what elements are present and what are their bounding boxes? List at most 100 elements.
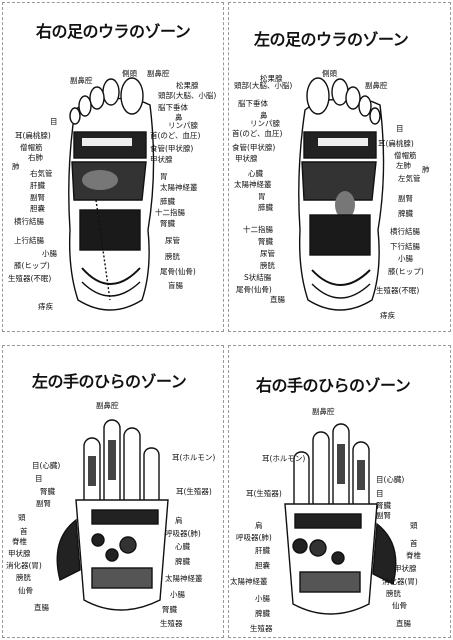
rf-gall: 胆嚢 bbox=[30, 204, 45, 213]
lf-head: 頭部(大脳、小脳) bbox=[234, 81, 293, 90]
rf-sinus2: 副鼻腔 bbox=[147, 69, 170, 78]
rf-tailbone: 尾骨(仙骨) bbox=[160, 267, 196, 276]
lf-kidney: 腎臓 bbox=[258, 237, 273, 246]
rf-nose: 鼻 bbox=[175, 113, 183, 122]
rh-head: 頭 bbox=[410, 521, 418, 530]
rf-eye: 目 bbox=[50, 117, 58, 126]
rh-genital: 生殖器 bbox=[250, 624, 273, 633]
lh-solar: 太陽神経叢 bbox=[165, 574, 203, 583]
rf-lung: 肺 bbox=[12, 162, 20, 171]
lh-genital: 生殖器 bbox=[160, 619, 183, 628]
rf-side-head: 側頭 bbox=[122, 69, 137, 78]
rf-trapezius: 僧帽筋 bbox=[20, 143, 43, 152]
right-foot-drawing bbox=[68, 77, 155, 311]
rh-bladder: 膀胱 bbox=[386, 589, 401, 598]
rh-lung: 呼吸器(肺) bbox=[236, 533, 272, 542]
lh-thyroid: 甲状腺 bbox=[8, 549, 31, 558]
lf-small-int: 小腸 bbox=[398, 254, 413, 263]
rf-kidney: 腎臓 bbox=[160, 219, 175, 228]
lh-kidney: 腎臓 bbox=[162, 605, 177, 614]
lf-knee: 膝(ヒップ) bbox=[388, 267, 424, 276]
lf-descending: 下行結腸 bbox=[390, 242, 420, 251]
rf-hemorrhoid: 痔疾 bbox=[38, 302, 53, 311]
lf-esophagus: 食管(甲状腺) bbox=[232, 143, 276, 152]
lf-trapezius: 僧帽筋 bbox=[394, 151, 417, 160]
rh-small-int: 小腸 bbox=[255, 594, 270, 603]
lf-heart: 心臓 bbox=[248, 169, 263, 178]
lh-kidney-t: 腎臓 bbox=[40, 487, 55, 496]
rf-adrenal: 副腎 bbox=[30, 193, 45, 202]
rh-digest: 消化器(胃) bbox=[382, 577, 418, 586]
panel-left-hand bbox=[2, 345, 224, 638]
lh-spine: 脊椎 bbox=[12, 537, 27, 546]
rh-ear: 耳(ホルモン) bbox=[262, 454, 306, 463]
rf-ureter: 尿管 bbox=[165, 236, 180, 245]
lh-ear: 耳(ホルモン) bbox=[172, 453, 216, 462]
rf-lymph: リンパ腺 bbox=[168, 121, 198, 130]
rf-pine: 松果腺 bbox=[176, 81, 199, 90]
panel-left-foot bbox=[228, 2, 451, 332]
lf-nose: 鼻 bbox=[260, 111, 268, 120]
lf-tailbone: 尾骨(仙骨) bbox=[236, 285, 272, 294]
rf-bronchi: 右気管 bbox=[30, 169, 53, 178]
lh-sinus: 副鼻腔 bbox=[96, 401, 119, 410]
lh-bladder: 膀胱 bbox=[16, 573, 31, 582]
lf-genital: 生殖器(不眠) bbox=[376, 286, 420, 295]
rf-bladder: 膀胱 bbox=[165, 252, 180, 261]
panel-right-hand bbox=[228, 345, 451, 638]
rf-genital: 生殖器(不眠) bbox=[8, 274, 52, 283]
rf-liver: 肝臓 bbox=[30, 181, 45, 190]
rh-solar: 太陽神経叢 bbox=[230, 577, 268, 586]
lh-lung: 呼吸器(肺) bbox=[165, 529, 201, 538]
lf-eye: 目 bbox=[396, 124, 404, 133]
lh-spleen: 脾臓 bbox=[175, 557, 190, 566]
rf-appendix: 盲腸 bbox=[168, 281, 183, 290]
rf-thyroid: 甲状腺 bbox=[150, 155, 173, 164]
title-left-hand: 左の手のひらのゾーン bbox=[32, 372, 187, 391]
lf-pituitary: 脳下垂体 bbox=[238, 99, 268, 108]
rh-spine: 脊椎 bbox=[406, 551, 421, 560]
rh-liver: 肝臓 bbox=[255, 546, 270, 555]
rh-sacrum: 仙骨 bbox=[392, 601, 407, 610]
lf-sigmoid: S状結腸 bbox=[244, 273, 272, 282]
lf-rectum: 直腸 bbox=[270, 295, 285, 304]
rf-transverse: 横行結腸 bbox=[14, 217, 44, 226]
lf-ear: 耳(扁桃腺) bbox=[378, 139, 414, 148]
rf-sinus: 副鼻腔 bbox=[70, 76, 93, 85]
lf-hemorrhoid: 痔疾 bbox=[380, 311, 395, 320]
lh-neck: 首 bbox=[20, 527, 28, 536]
rh-spleen: 脾臓 bbox=[255, 609, 270, 618]
title-right-foot: 右の足のウラのゾーン bbox=[36, 22, 191, 41]
rf-pituitary: 脳下垂体 bbox=[158, 103, 188, 112]
rh-neck: 首 bbox=[410, 539, 418, 548]
lf-lung2: 肺 bbox=[422, 165, 430, 174]
lf-lung: 左肺 bbox=[396, 161, 411, 170]
rh-ear2: 耳(生殖器) bbox=[246, 489, 282, 498]
lf-transverse: 横行結腸 bbox=[390, 227, 420, 236]
lh-adrenal: 副腎 bbox=[36, 499, 51, 508]
rf-head: 頭部(大脳、小脳) bbox=[158, 91, 217, 100]
rf-ear: 耳(扁桃腺) bbox=[15, 131, 51, 140]
right-hand-drawing bbox=[284, 423, 397, 615]
rh-eye: 目 bbox=[376, 489, 384, 498]
left-foot-drawing bbox=[298, 77, 385, 311]
lf-side-head: 側頭 bbox=[322, 69, 337, 78]
rf-solar: 太陽神経叢 bbox=[160, 183, 198, 192]
lh-eye-heart: 目(心臓) bbox=[32, 461, 61, 470]
lf-ureter: 尿管 bbox=[260, 249, 275, 258]
rh-sinus: 副鼻腔 bbox=[312, 407, 335, 416]
rf-ascending: 上行結腸 bbox=[14, 236, 44, 245]
lh-rectum: 直腸 bbox=[34, 603, 49, 612]
lf-thyroid: 甲状腺 bbox=[235, 154, 258, 163]
rf-neck: 首(のど、血圧) bbox=[150, 131, 201, 140]
rh-shoulder: 肩 bbox=[255, 521, 263, 530]
rh-eye-heart: 目(心臓) bbox=[376, 475, 405, 484]
lf-stomach: 胃 bbox=[258, 192, 266, 201]
lh-small-int: 小腸 bbox=[170, 590, 185, 599]
title-left-foot: 左の足のウラのゾーン bbox=[254, 30, 409, 49]
lf-solar: 太陽神経叢 bbox=[234, 180, 272, 189]
lf-duodenum: 十二指腸 bbox=[243, 225, 273, 234]
lh-ear2: 耳(生殖器) bbox=[176, 487, 212, 496]
rh-thyroid: 甲状腺 bbox=[394, 564, 417, 573]
